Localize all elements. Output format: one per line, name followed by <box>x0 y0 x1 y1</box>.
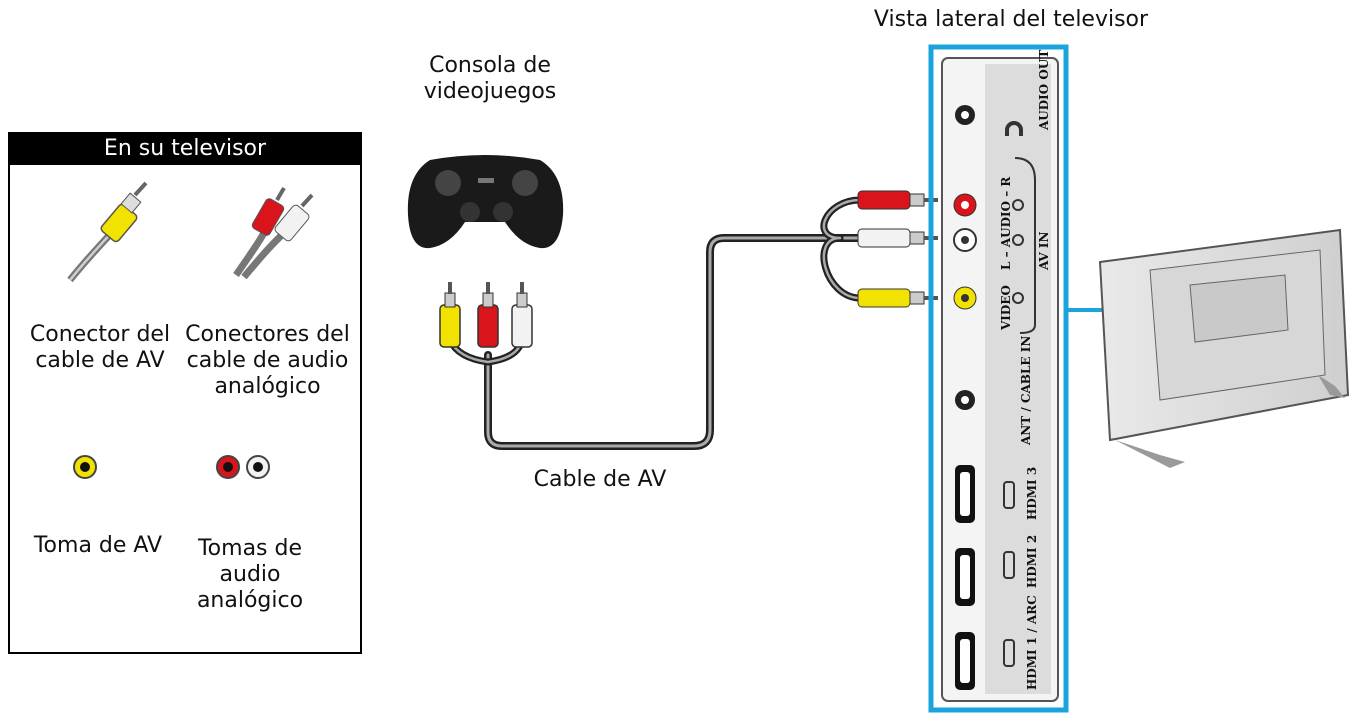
ant-cable-in-label: ANT / CABLE IN <box>1019 336 1033 446</box>
av-jack-icon <box>73 455 97 479</box>
tv-rca-plugs <box>857 190 938 308</box>
hdmi1-arc-label: HDMI 1 / ARC <box>1025 595 1039 690</box>
audio-connectors-label: Conectores del cable de audio analógico <box>185 322 350 399</box>
hdmi2-label: HDMI 2 <box>1025 535 1039 588</box>
console-rca-plugs <box>439 282 533 348</box>
video-label: VIDEO <box>999 285 1013 331</box>
cable-label: Cable de AV <box>533 467 667 492</box>
tv-back-illustration <box>1098 228 1350 468</box>
legend-header: En su televisor <box>8 132 362 165</box>
game-controller-icon <box>407 155 564 249</box>
hdmi3-label: HDMI 3 <box>1025 467 1039 520</box>
diagram-title: Vista lateral del televisor <box>873 7 1149 32</box>
audio-out-label: AUDIO OUT <box>1037 50 1051 131</box>
audio-lr-label: L – AUDIO – R <box>999 176 1013 270</box>
audio-connectors-icon <box>233 186 314 280</box>
audio-jacks-icon <box>216 455 270 479</box>
av-connector-label: Conector del cable de AV <box>29 322 171 373</box>
audio-jacks-label: Tomas de audio analógico <box>196 536 304 613</box>
tv-side-panel: AUDIO OUT L – AUDIO – R AV IN VIDEO ANT … <box>928 44 1069 713</box>
console-label: Consola de videojuegos <box>423 53 557 104</box>
av-in-label: AV IN <box>1037 231 1051 271</box>
av-cable <box>446 196 864 450</box>
av-connector-icon <box>67 181 148 283</box>
av-jack-label: Toma de AV <box>33 533 163 558</box>
